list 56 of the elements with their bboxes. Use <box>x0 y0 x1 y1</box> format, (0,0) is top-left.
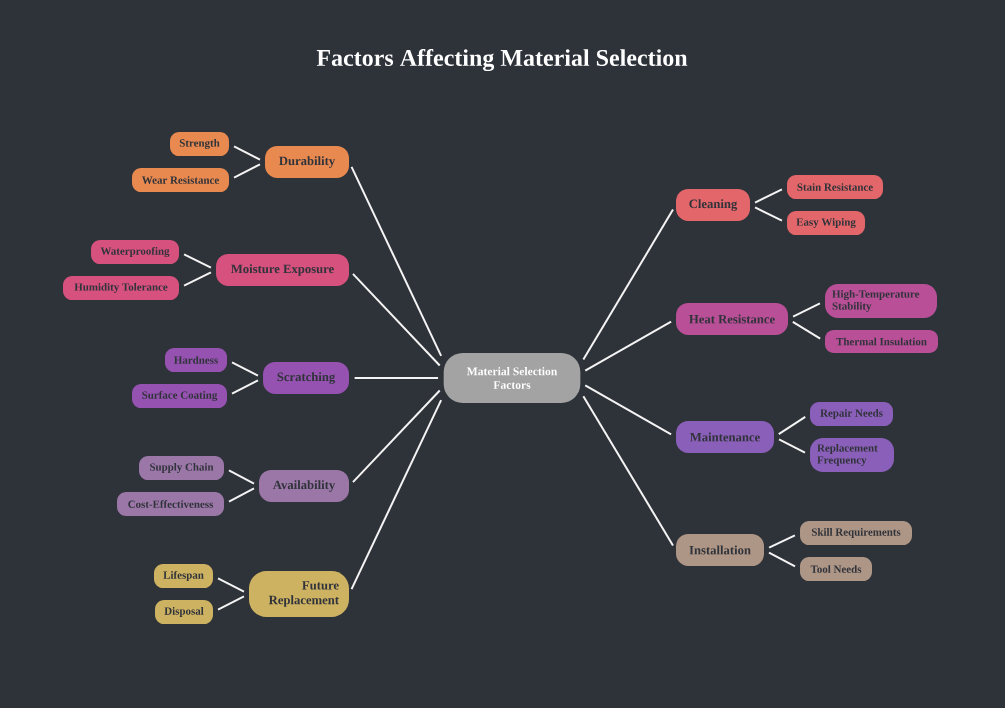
subtopic-box: Strength <box>170 132 229 156</box>
topic-box: Durability <box>265 146 349 178</box>
topic-box: Future Replacement <box>249 571 349 617</box>
connector-line <box>584 320 673 372</box>
subtopic-box: Replacement Frequency <box>810 438 894 472</box>
connector-line <box>778 438 806 454</box>
connector-line <box>792 302 821 318</box>
connector-line <box>351 389 441 484</box>
topic-box: Availability <box>259 470 349 502</box>
subtopic-box: Hardness <box>165 348 227 372</box>
subtopic-box: Waterproofing <box>91 240 179 264</box>
connector-line <box>754 188 783 204</box>
subtopic-box: Humidity Tolerance <box>63 276 179 300</box>
connector-line <box>777 415 807 436</box>
connector-line <box>353 377 440 379</box>
topic-box: Cleaning <box>676 189 750 221</box>
subtopic-box: Stain Resistance <box>787 175 883 199</box>
connector-line <box>231 361 259 377</box>
connector-line <box>233 145 261 161</box>
connector-line <box>351 272 441 367</box>
connector-line <box>768 534 796 549</box>
topic-box: Scratching <box>263 362 349 394</box>
subtopic-box: Tool Needs <box>800 557 872 581</box>
subtopic-box: Repair Needs <box>810 402 893 426</box>
connector-line <box>231 379 259 395</box>
connector-line <box>584 384 673 436</box>
subtopic-box: Disposal <box>155 600 213 624</box>
connector-line <box>791 320 822 340</box>
connector-line <box>582 395 674 547</box>
topic-box: Installation <box>676 534 764 566</box>
connector-line <box>217 595 245 611</box>
connector-line <box>768 551 797 568</box>
subtopic-box: Skill Requirements <box>800 521 912 545</box>
subtopic-box: High-Temperature Stability <box>825 284 937 318</box>
title: Factors Affecting Material Selection <box>316 48 688 72</box>
central-topic-box: Material Selection Factors <box>443 353 581 403</box>
connector-line <box>233 163 261 179</box>
topic-box: Maintenance <box>676 421 774 453</box>
topic-box: Heat Resistance <box>676 303 788 335</box>
subtopic-box: Thermal Insulation <box>825 330 938 353</box>
subtopic-box: Lifespan <box>154 564 213 588</box>
connector-line <box>228 487 255 503</box>
connector-line <box>217 577 245 593</box>
connector-line <box>350 165 443 357</box>
connector-line <box>228 469 255 485</box>
connector-line <box>754 206 783 222</box>
topic-box: Moisture Exposure <box>216 254 349 286</box>
subtopic-box: Wear Resistance <box>132 168 229 192</box>
connector-line <box>183 271 212 287</box>
subtopic-box: Cost-Effectiveness <box>117 492 224 516</box>
subtopic-box: Surface Coating <box>132 384 227 408</box>
subtopic-box: Easy Wiping <box>787 211 865 235</box>
connector-line <box>350 399 443 591</box>
connector-line <box>183 253 212 269</box>
subtopic-box: Supply Chain <box>139 456 224 480</box>
connector-line <box>582 208 674 361</box>
